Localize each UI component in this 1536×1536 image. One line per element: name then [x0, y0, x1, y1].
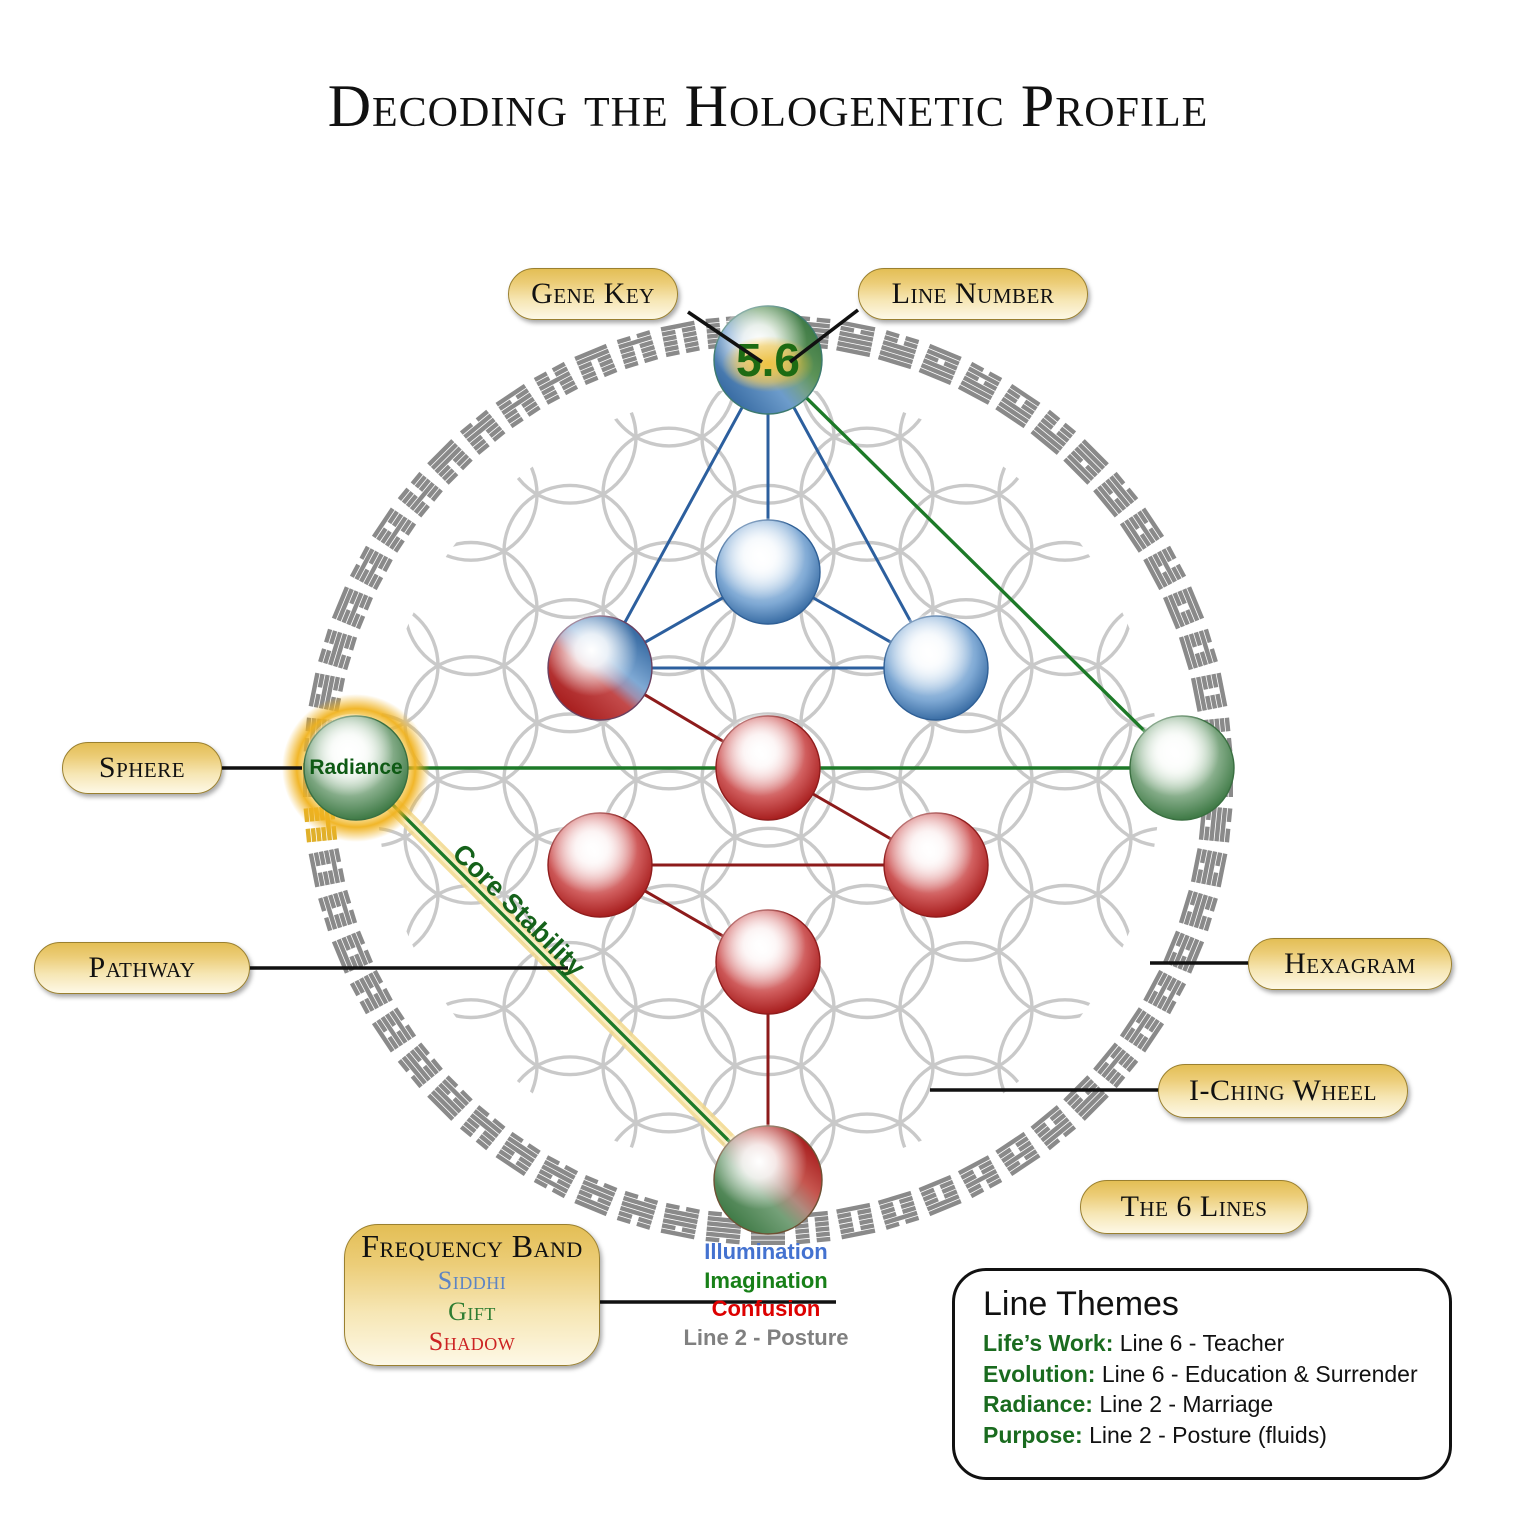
hexagram: [1163, 930, 1205, 974]
hexagram: [836, 1202, 876, 1240]
hexagram: [308, 848, 346, 888]
readout-shadow: Confusion: [711, 1296, 821, 1322]
gene-key-line-label: 5.6: [736, 334, 800, 386]
hexagram: [1163, 586, 1205, 630]
sphere-iq[interactable]: [547, 812, 653, 918]
hexagram: [1143, 969, 1187, 1015]
callout-leader-lines: [222, 308, 1248, 1304]
hexagram: [957, 1155, 1003, 1199]
hexagram: [957, 361, 1003, 405]
hexagram: [331, 586, 373, 630]
sphere-eq[interactable]: [883, 812, 989, 918]
line-theme-name: Life’s Work:: [983, 1330, 1114, 1356]
hexagram: [616, 330, 659, 370]
line-theme-row: Purpose: Line 2 - Posture (fluids): [983, 1420, 1449, 1451]
callout-pathway[interactable]: Pathway: [34, 942, 250, 994]
hexagram: [918, 343, 962, 385]
hexagram: [459, 409, 506, 455]
sphere-purpose[interactable]: [1129, 715, 1235, 821]
hexagram: [660, 320, 700, 358]
hexagram: [495, 1131, 541, 1177]
frequency-band-shadow: Shadow: [428, 1327, 516, 1357]
hexagram: [1030, 1105, 1077, 1151]
hexagram: [1119, 507, 1165, 553]
hexagram: [1190, 672, 1228, 712]
callout-hexagram[interactable]: Hexagram: [1248, 938, 1452, 990]
hexagram: [995, 1131, 1041, 1177]
hexagram: [877, 1190, 920, 1230]
hexagram: [1063, 1075, 1109, 1121]
hexagram: [371, 507, 417, 553]
hexagram: [427, 1075, 473, 1121]
hexagram: [1143, 545, 1187, 591]
line-theme-value: Line 6 - Teacher: [1119, 1330, 1285, 1356]
hexagram: [459, 1105, 506, 1151]
hexagram: [318, 889, 358, 932]
page-title: Decoding the Hologenetic Profile: [327, 73, 1209, 139]
pathway-line: [766, 358, 1184, 770]
sphere-name-label: Radiance: [309, 756, 402, 779]
line-theme-row: Radiance: Line 2 - Marriage: [983, 1389, 1449, 1420]
frequency-band-siddhi: Siddhi: [437, 1265, 507, 1295]
line-theme-row: Life’s Work: Line 6 - Teacher: [983, 1328, 1449, 1359]
frequency-band-title: Frequency Band: [361, 1228, 583, 1265]
hexagram: [1178, 628, 1218, 671]
hexagram: [660, 1202, 700, 1240]
line-theme-row: Evolution: Line 6 - Education & Surrende…: [983, 1359, 1449, 1390]
hexagram: [533, 361, 579, 405]
hexagram: [495, 383, 541, 429]
hexagram: [331, 930, 373, 974]
hexagram: [318, 628, 358, 671]
callout-gene-key[interactable]: Gene Key: [508, 268, 678, 320]
hexagram: [1178, 889, 1218, 932]
hexagram: [836, 320, 876, 358]
line-theme-name: Evolution:: [983, 1360, 1096, 1387]
hexagram: [533, 1155, 579, 1199]
hexagram: [1093, 471, 1139, 518]
callout-iching-wheel[interactable]: I-Ching Wheel: [1158, 1064, 1408, 1118]
callout-frequency-band[interactable]: Frequency Band Siddhi Gift Shadow: [344, 1224, 600, 1366]
callout-sphere[interactable]: Sphere: [62, 742, 222, 794]
hexagram: [1190, 848, 1228, 888]
sphere-sq[interactable]: [715, 909, 821, 1015]
i-ching-wheel: [303, 315, 1233, 1245]
sphere-evolution[interactable]: [715, 519, 821, 625]
pathway-line: [354, 766, 770, 1182]
line-theme-value: Line 6 - Education & Surrender: [1101, 1360, 1418, 1387]
line-theme-value: Line 2 - Marriage: [1099, 1391, 1274, 1418]
hexagram: [397, 1042, 443, 1089]
hexagram: [1030, 409, 1077, 455]
frequency-band-gift: Gift: [448, 1296, 496, 1326]
readout-line: Line 2 - Posture: [683, 1324, 849, 1350]
line-themes-panel: Line Themes Life’s Work: Line 6 - Teache…: [952, 1268, 1452, 1480]
sphere-radiance-in[interactable]: [547, 615, 653, 721]
sphere-frequency-readout: Illumination Imagination Confusion Line …: [636, 1238, 896, 1352]
line-theme-name: Radiance:: [983, 1391, 1093, 1418]
hexagram: [349, 545, 393, 591]
callout-line-number[interactable]: Line Number: [858, 268, 1088, 320]
sphere-attraction[interactable]: [715, 715, 821, 821]
hexagram: [995, 383, 1041, 429]
line-theme-name: Purpose:: [983, 1421, 1083, 1448]
hexagram: [918, 1175, 962, 1217]
hexagram: [574, 343, 618, 385]
hexagram: [427, 439, 473, 485]
line-themes-title: Line Themes: [983, 1285, 1179, 1323]
hexagram: [397, 471, 443, 518]
sphere-purpose-in[interactable]: [883, 615, 989, 721]
hexagram: [877, 330, 920, 370]
hexagram: [1093, 1042, 1139, 1089]
callout-six-lines[interactable]: The 6 Lines: [1080, 1180, 1308, 1234]
hexagram: [349, 969, 393, 1015]
hexagram: [574, 1175, 618, 1217]
line-theme-value: Line 2 - Posture (fluids): [1089, 1421, 1327, 1448]
readout-gift: Imagination: [704, 1267, 828, 1293]
hexagram: [1063, 439, 1109, 485]
readout-siddhi: Illumination: [704, 1239, 828, 1264]
hexagram: [371, 1007, 417, 1053]
hexagram: [1119, 1007, 1165, 1053]
hexagram: [616, 1190, 659, 1230]
sphere-core[interactable]: [713, 1125, 823, 1235]
